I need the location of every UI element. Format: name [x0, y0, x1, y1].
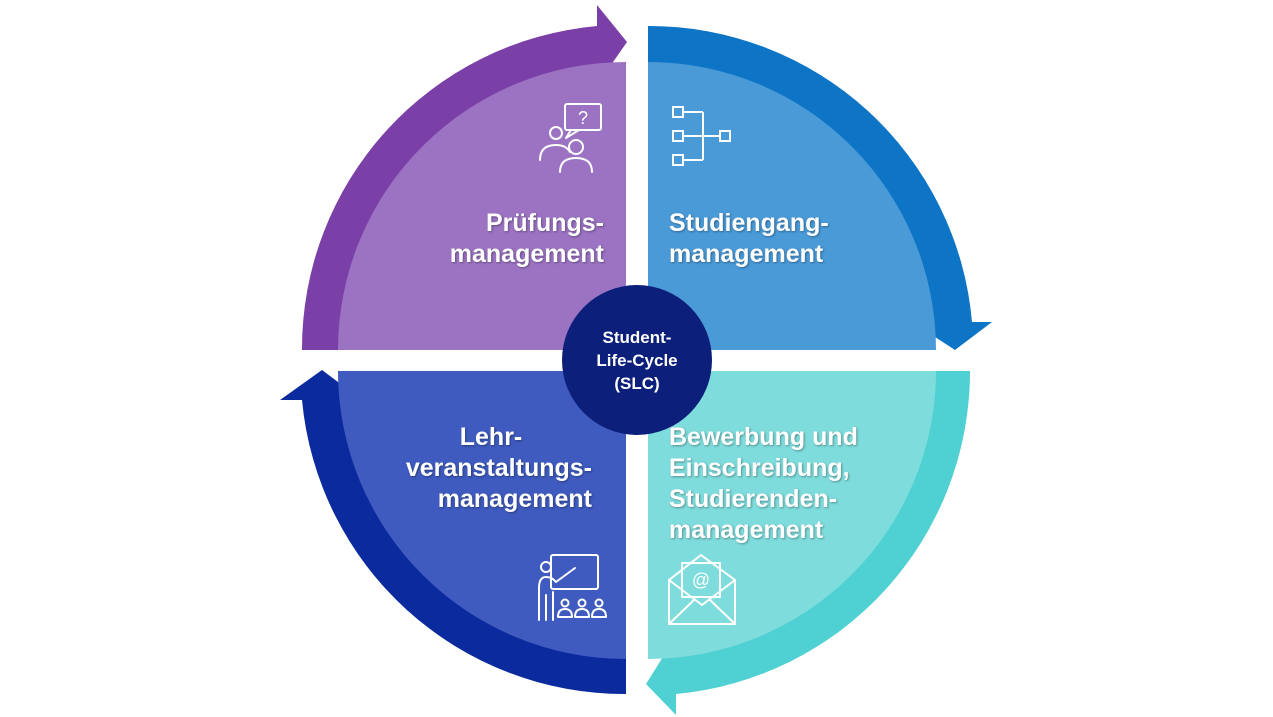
label-studiengangmanagement: Studiengang- management	[669, 208, 889, 270]
label-line: management	[669, 240, 824, 268]
label-line: Studiengang-	[669, 209, 829, 237]
arrow-top-right	[648, 25, 992, 350]
hierarchy-icon	[672, 106, 731, 166]
arrow-bottom-left	[280, 370, 626, 695]
label-lehrveranstaltungsmanagement: Lehr- veranstaltungs- management	[370, 422, 592, 515]
label-bewerbung-einschreibung: Bewerbung und Einschreibung, Studierende…	[669, 422, 899, 546]
email-envelope-icon: @	[668, 554, 736, 625]
label-line: Bewerbung und	[669, 423, 858, 451]
label-line: Studierenden-	[669, 485, 838, 513]
label-pruefungsmanagement: Prüfungs- management	[400, 208, 604, 270]
label-line: management	[669, 516, 824, 544]
label-line: management	[437, 485, 592, 513]
quadrant-top-left	[338, 62, 626, 350]
arrow-top-left	[301, 5, 627, 350]
quadrant-bottom-left	[338, 371, 626, 659]
center-label-slc: Student- Life-Cycle (SLC)	[562, 285, 712, 435]
center-label-line: (SLC)	[614, 373, 660, 393]
center-label-line: Life-Cycle	[596, 350, 678, 370]
center-label-line: Student-	[602, 327, 672, 347]
arrow-bottom-right	[646, 371, 971, 715]
label-line: management	[449, 240, 604, 268]
teacher-whiteboard-icon	[538, 554, 607, 621]
svg-text:@: @	[692, 570, 710, 590]
center-circle	[562, 285, 712, 435]
label-line: Prüfungs-	[485, 209, 604, 237]
svg-text:?: ?	[578, 108, 588, 128]
label-line: Einschreibung,	[669, 454, 850, 482]
presenter-question-icon: ?	[539, 103, 602, 173]
label-line: veranstaltungs-	[405, 454, 592, 482]
label-line: Lehr-	[459, 423, 523, 451]
